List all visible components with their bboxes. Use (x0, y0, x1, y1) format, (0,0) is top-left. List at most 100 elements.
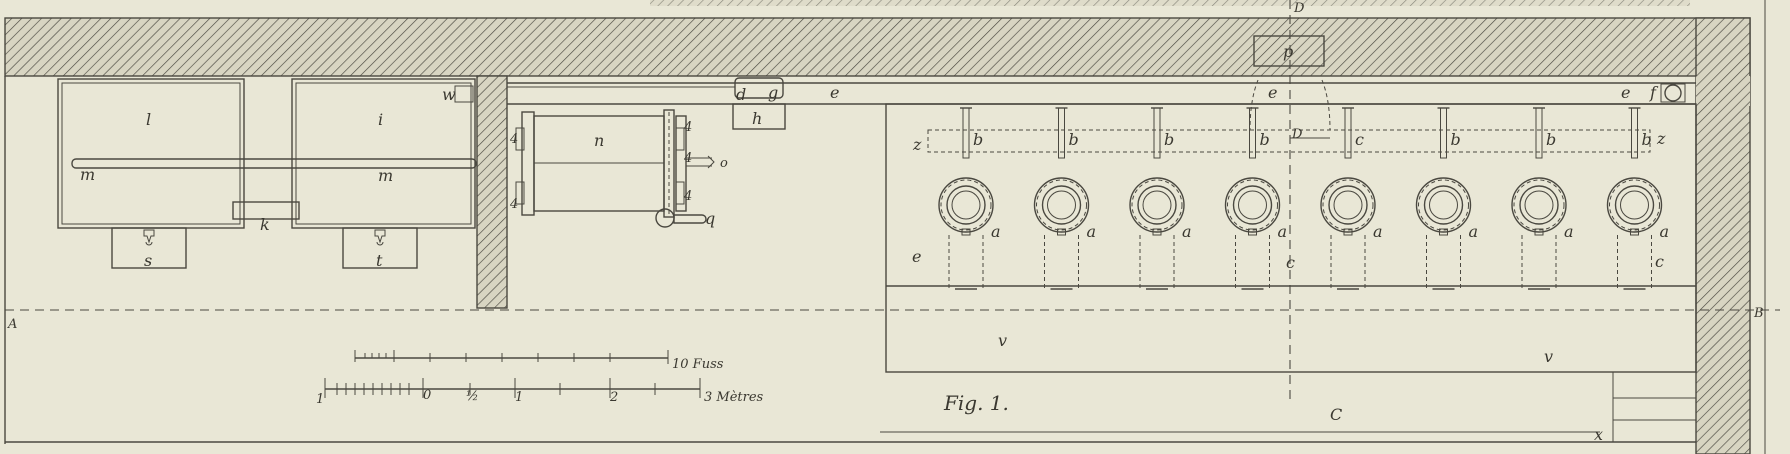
burner-label-a: a (1087, 222, 1097, 241)
label-A: A (7, 317, 17, 332)
label-f: f (1649, 83, 1659, 102)
burner-label-a: a (991, 222, 1001, 241)
label-4-d: 4 (683, 151, 692, 166)
box-s (111, 227, 187, 269)
burner-nozzle (1630, 228, 1639, 236)
burner-inner-ring (951, 190, 981, 220)
burner-unit: ba (1129, 107, 1192, 290)
burner-unit: ca (1320, 107, 1383, 290)
label-x: x (1594, 425, 1603, 444)
burner-mid-ring (1328, 185, 1368, 225)
label-l: l (146, 110, 151, 129)
label-e-top-2: e (1268, 83, 1277, 102)
right-wall-upper-block (1696, 76, 1750, 106)
burner-label-b: b (973, 130, 983, 149)
burner-label-a: a (1182, 222, 1192, 241)
burner-inner-ring (1238, 190, 1267, 220)
burner-outer-ring (1415, 177, 1472, 233)
figure-caption: Fig. 1. (943, 391, 1009, 415)
label-i: i (378, 110, 383, 129)
burner-unit: ba (1511, 107, 1574, 290)
burner-outer-ring (1129, 177, 1185, 233)
crank-q (673, 214, 707, 224)
burner-label-a: a (1278, 222, 1288, 241)
scale-metres-tick-half: ½ (466, 389, 479, 404)
label-c-low-1: c (1286, 253, 1295, 272)
scale-feet-label: 10 Fuss (672, 357, 724, 372)
box-h (732, 103, 786, 130)
burner-mid-ring (1232, 185, 1273, 225)
box-t (342, 227, 418, 269)
furnace-chamber (885, 103, 1697, 373)
burner-label-b: b (1546, 130, 1556, 149)
label-h: h (752, 109, 762, 128)
label-e-top-1: e (830, 83, 839, 102)
burner-inner-ring (1429, 190, 1458, 220)
burner-outer-ring (1511, 177, 1567, 233)
burner-unit: ba (1415, 107, 1478, 290)
burner-label-b: b (1069, 130, 1079, 149)
burner-teeth (1418, 179, 1469, 231)
burner-label-b: b (1642, 130, 1652, 149)
burner-mid-ring (1041, 185, 1082, 225)
burner-teeth (1131, 179, 1183, 231)
burner-inner-ring (1142, 190, 1172, 220)
burner-teeth (1036, 179, 1087, 231)
label-q: q (705, 209, 715, 228)
burner-nozzle (1439, 228, 1448, 236)
burner-outer-ring (1224, 177, 1281, 233)
drum-left-flange (521, 111, 535, 216)
label-z-right: z (1656, 129, 1666, 148)
shaft-top-left (515, 127, 525, 151)
label-p: p (1283, 42, 1293, 61)
label-n: n (594, 131, 604, 150)
burner-nozzle (1248, 228, 1257, 236)
drum-right-bracket (675, 115, 687, 212)
burner-teeth (940, 179, 992, 231)
label-4-a: 4 (509, 132, 518, 147)
burner-label-a: a (1373, 222, 1383, 241)
label-o: o (720, 156, 728, 171)
burner-teeth (1609, 179, 1660, 231)
drum-right-gear (663, 109, 675, 218)
burner-label-b: b (1164, 130, 1174, 149)
duct-curve-right (1321, 79, 1331, 131)
spindle-o (686, 155, 715, 169)
label-C-bottom: C (1330, 405, 1342, 424)
scale-feet (354, 350, 669, 364)
burner-teeth (1513, 179, 1565, 231)
burner-mid-ring (1137, 185, 1177, 225)
top-hatch-strip (650, 0, 1690, 6)
burner-nozzle (1534, 228, 1544, 236)
burner-nozzle (1343, 228, 1353, 236)
burner-label-b: b (1451, 130, 1461, 149)
label-v-left: v (998, 331, 1007, 350)
inner-partition (476, 75, 508, 309)
scale-metres-tick-1: 1 (316, 392, 324, 407)
label-m-left: m (80, 165, 95, 184)
label-z-left: z (912, 135, 922, 154)
label-D-mid: D (1291, 127, 1303, 142)
label-c-low-2: c (1655, 252, 1664, 271)
burner-nozzle (1057, 228, 1066, 236)
burner-mid-ring (1614, 185, 1655, 225)
burner-inner-ring (1047, 190, 1076, 220)
label-g: g (768, 83, 778, 102)
shaft-bottom-right (675, 181, 685, 205)
valve-dg (734, 77, 784, 99)
scale-metres (324, 378, 701, 398)
burner-outer-ring (1033, 177, 1090, 233)
burner-mid-ring (1519, 185, 1559, 225)
box-p (1253, 35, 1325, 67)
box-w (454, 85, 474, 103)
pipe-m (71, 158, 477, 169)
burner-nozzle (1152, 228, 1162, 236)
label-v-right: v (1544, 347, 1553, 366)
duct-curve-left (1249, 79, 1259, 131)
label-k: k (260, 215, 270, 234)
shaft-bottom-left (515, 181, 525, 205)
scale-metres-tick-2: 2 (609, 390, 618, 405)
burner-nozzle (961, 228, 971, 236)
burner-teeth (1227, 179, 1278, 231)
label-B: B (1753, 306, 1764, 321)
